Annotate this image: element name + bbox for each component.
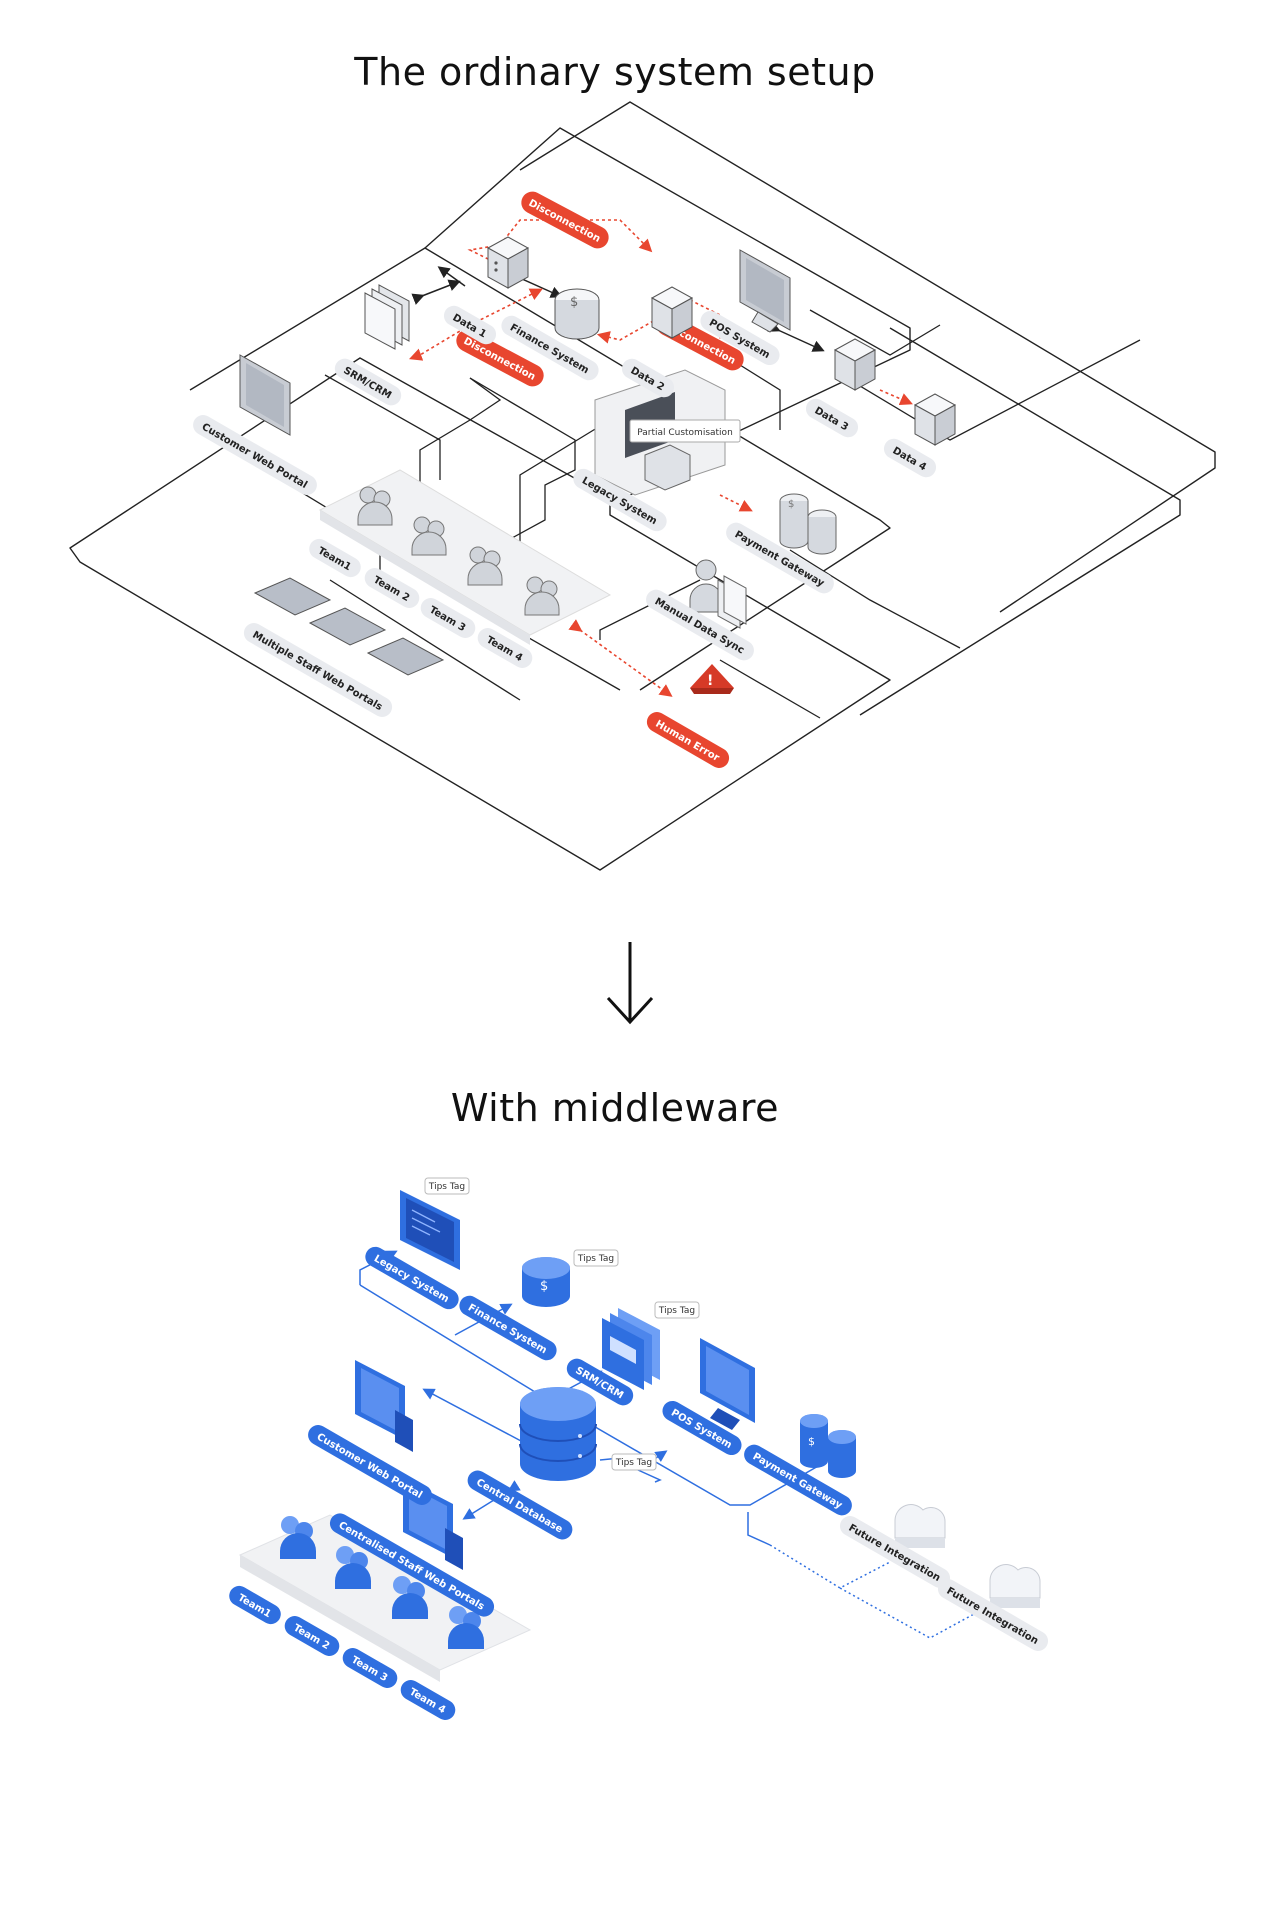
pos-system-node: [700, 1338, 755, 1430]
customer-web-portal-node: [355, 1360, 413, 1452]
team1-people-icon: [357, 486, 393, 526]
payment-gateway-node: $: [800, 1414, 856, 1478]
down-arrow-icon: [606, 942, 654, 1025]
team1-label: Team1: [229, 1585, 281, 1625]
legacy-system-node: [400, 1190, 460, 1270]
human-error-node: !: [690, 664, 734, 694]
srm-crm-node: [602, 1308, 660, 1390]
tips-tag-4: Tips Tag: [611, 1453, 657, 1471]
data4-node: [913, 393, 957, 446]
partial-customisation-label: Partial Customisation: [637, 428, 733, 438]
payment-gateway-node: $: [779, 493, 837, 555]
data1-node: [486, 236, 530, 289]
tips-tag-1: Tips Tag: [424, 1177, 470, 1195]
tips-tag-label: Tips Tag: [577, 1254, 614, 1264]
team1-people-icon: [280, 1516, 316, 1559]
coin-icon: $: [788, 499, 794, 510]
middleware-diagram: $ $: [229, 1177, 1049, 1720]
title-ordinary-setup: The ordinary system setup: [354, 50, 876, 94]
finance-system-node: $: [522, 1257, 570, 1307]
customer-web-portal-label: Customer Web Portal: [193, 415, 317, 495]
manual-data-sync-node: [689, 559, 747, 629]
team4-people-icon: [524, 576, 560, 616]
human-error-label-text: Human Error: [653, 719, 721, 764]
customer-web-portal-label: Customer Web Portal: [308, 1425, 432, 1505]
legacy-system-node: Partial Customisation: [594, 369, 741, 496]
future-integration-node-2: [989, 1564, 1041, 1608]
title-with-middleware: With middleware: [450, 1086, 780, 1130]
pos-system-node: [739, 249, 791, 333]
human-error-label: Human Error: [646, 712, 730, 768]
customer-web-portal-label-text: Customer Web Portal: [200, 422, 309, 491]
tips-tag-3: Tips Tag: [654, 1301, 700, 1319]
ordinary-setup-diagram: Disconnection Disconnection Disconnectio…: [69, 101, 1216, 871]
tips-tag-2: Tips Tag: [573, 1249, 619, 1267]
finance-system-label-text: Finance System: [466, 1302, 549, 1356]
team-icons: [357, 486, 560, 616]
team2-people-icon: [411, 516, 447, 556]
warning-icon: !: [707, 673, 713, 689]
finance-system-node: $: [554, 288, 600, 340]
staff-portals-node: [253, 577, 445, 676]
finance-icon: $: [570, 295, 578, 310]
team2-people-icon: [335, 1546, 371, 1589]
data2-node: [650, 286, 694, 339]
team3-people-icon: [392, 1576, 428, 1619]
central-database-node: [519, 1387, 597, 1481]
legacy-system-label-text: Legacy System: [372, 1253, 451, 1305]
staff-portals-label-text: Multiple Staff Web Portals: [250, 630, 384, 714]
central-database-label-text: Central Database: [474, 1477, 564, 1536]
finance-icon: $: [540, 1279, 548, 1294]
panel-outlines: [69, 101, 1216, 871]
tips-tag-label: Tips Tag: [658, 1306, 695, 1316]
data3-label: Data 3: [805, 398, 859, 438]
future-integration-node-1: [894, 1504, 946, 1548]
customer-web-portal-node: [239, 354, 291, 436]
server-icon: [494, 261, 498, 272]
team3-people-icon: [467, 546, 503, 586]
team4-label: Team 4: [400, 1680, 456, 1720]
team1-label: Team1: [309, 538, 361, 578]
srm-crm-node: [364, 284, 410, 350]
team-icons: [280, 1516, 484, 1649]
tips-tag-label: Tips Tag: [615, 1458, 652, 1468]
tips-tag-label: Tips Tag: [428, 1182, 465, 1192]
coin-icon: $: [808, 1435, 815, 1448]
team4-people-icon: [448, 1606, 484, 1649]
data3-node: [833, 338, 877, 391]
